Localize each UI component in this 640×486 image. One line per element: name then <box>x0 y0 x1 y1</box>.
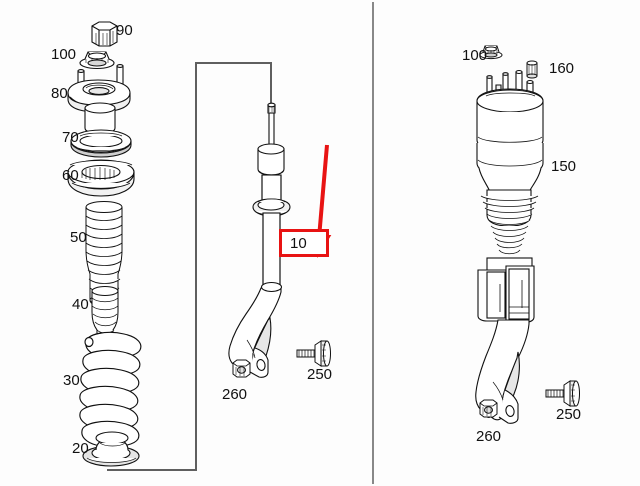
part-100-collar-nut <box>79 51 115 70</box>
part-20-lower-spring-pad <box>82 431 140 467</box>
part-label-100: 100 <box>51 46 77 63</box>
part-150-air-strut <box>475 69 544 424</box>
part-label-30: 30 <box>63 372 80 389</box>
red-callout-arrow <box>307 144 332 258</box>
part-60-spring-seat <box>67 159 135 197</box>
part-label-250-center: 250 <box>307 366 333 383</box>
part-260-clamp-nut-center <box>232 359 251 378</box>
part-label-160-right: 160 <box>549 60 575 77</box>
part-label-60: 60 <box>62 167 79 184</box>
part-250-clamp-bolt-center <box>296 340 331 367</box>
part-label-80: 80 <box>51 85 68 102</box>
part-250-clamp-bolt-right <box>545 380 580 407</box>
assembly-bracket-line <box>107 62 272 471</box>
part-30-coil-spring <box>79 331 142 456</box>
part-160-fastener-right <box>526 60 538 79</box>
part-100-collar-nut-right <box>479 45 503 60</box>
part-label-40: 40 <box>72 296 89 313</box>
part-label-50: 50 <box>70 229 87 246</box>
part-label-250-right: 250 <box>556 406 582 423</box>
part-label-260-right: 260 <box>476 428 502 445</box>
part-70-bearing-ring <box>70 129 132 158</box>
part-label-260-center: 260 <box>222 386 248 403</box>
part-label-70: 70 <box>62 129 79 146</box>
part-label-90: 90 <box>116 22 133 39</box>
part-label-100-right: 100 <box>462 47 488 64</box>
part-90-nut <box>91 21 118 47</box>
part-260-clamp-nut-right <box>479 399 498 418</box>
part-label-20: 20 <box>72 440 89 457</box>
part-label-150-right: 150 <box>551 158 577 175</box>
callout-box-label: 10 <box>290 234 307 252</box>
callout-box-10[interactable]: 10 <box>279 229 329 257</box>
part-10-shock-absorber <box>228 102 291 378</box>
